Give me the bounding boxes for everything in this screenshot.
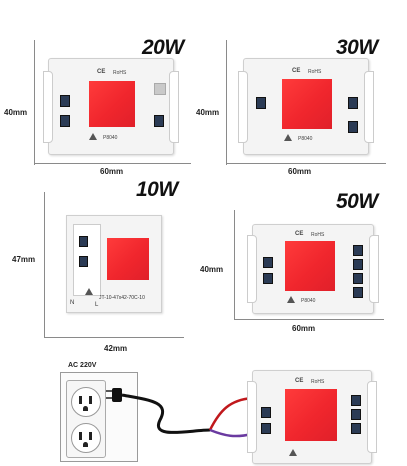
- chip-30w-ic-1: [256, 97, 266, 109]
- chip-20w-mount-left: [43, 71, 53, 143]
- outlet-bottom-slot-right: [89, 432, 92, 440]
- chip-20w-x-axis: [34, 163, 191, 164]
- chip-10w-led-array: [107, 238, 149, 280]
- chip-20w-pad-1: [154, 83, 166, 95]
- chip-50w-ic-6: [353, 287, 363, 298]
- chip-10w-warning-icon: [85, 288, 93, 295]
- outlet-top: [71, 387, 101, 417]
- chip-30w-ic-2: [348, 97, 358, 109]
- wiring-chip-board: CE RoHS: [247, 370, 377, 464]
- chip-10w-width-label: 42mm: [104, 344, 128, 353]
- chip-20w-height-label: 40mm: [4, 108, 28, 117]
- chip-50w-mount-left: [247, 235, 257, 303]
- wiring-chip-ce-mark: CE: [295, 378, 304, 384]
- wiring-chip-ic-3: [351, 395, 361, 406]
- chip-20w-rohs-mark: RoHS: [113, 70, 127, 76]
- purple-wire: [209, 428, 253, 438]
- red-wire: [208, 396, 253, 431]
- chip-10w-y-axis: [44, 192, 45, 338]
- chip-50w-ic-1: [263, 257, 273, 268]
- chip-30w-y-axis: [226, 40, 227, 165]
- wiring-chip-mount-right: [367, 381, 377, 453]
- chip-20w-title: 20W: [142, 36, 184, 59]
- chip-30w-mount-left: [238, 71, 248, 143]
- chip-50w-ce-mark: CE: [295, 231, 304, 237]
- wiring-chip-ic-5: [351, 423, 361, 434]
- chip-50w-ic-2: [263, 273, 273, 284]
- chip-50w-y-axis: [234, 210, 235, 320]
- chip-50w-rohs-mark: RoHS: [311, 232, 325, 238]
- chip-20w-width-label: 60mm: [100, 167, 124, 176]
- chip-20w-warning-icon: [89, 133, 97, 140]
- wiring-chip-ic-2: [261, 423, 271, 434]
- chip-30w-board: CE RoHS P8040: [238, 58, 374, 155]
- chip-50w-warning-icon: [287, 296, 295, 303]
- chip-10w-n-mark: N: [70, 300, 75, 306]
- chip-30w-rohs-mark: RoHS: [308, 69, 322, 75]
- chip-20w-ic-1: [60, 95, 70, 107]
- chip-30w-x-axis: [226, 163, 386, 164]
- chip-50w-title: 50W: [336, 190, 378, 213]
- chip-50w-width-label: 60mm: [292, 324, 316, 333]
- chip-20w-ic-3: [154, 115, 164, 127]
- chip-20w-mount-right: [169, 71, 179, 143]
- outlet-top-slot-left: [79, 396, 82, 404]
- chip-50w-ic-4: [353, 259, 363, 270]
- chip-30w-led-array: [282, 79, 332, 129]
- outlet-top-ground: [83, 406, 88, 411]
- chip-50w-part-number: P8040: [301, 298, 316, 304]
- chip-20w-ic-2: [60, 115, 70, 127]
- chip-50w-board: CE RoHS P8040: [247, 224, 379, 314]
- chip-20w-board: CE RoHS P8040: [43, 58, 179, 155]
- wiring-chip-warning-icon: [289, 449, 297, 456]
- plug-icon: [106, 388, 122, 402]
- chip-50w-mount-right: [369, 235, 379, 303]
- chip-20w-part-number: P8040: [103, 135, 118, 141]
- outlet-bottom: [71, 423, 101, 453]
- chip-10w-ic-1: [79, 236, 88, 247]
- chip-50w-x-axis: [234, 319, 384, 320]
- chip-50w-led-array: [285, 241, 335, 291]
- chip-10w-l-mark: L: [95, 302, 99, 308]
- wiring-chip-ic-1: [261, 407, 271, 418]
- chip-50w-ic-3: [353, 245, 363, 256]
- chip-50w-ic-5: [353, 273, 363, 284]
- chip-30w-warning-icon: [284, 134, 292, 141]
- chip-30w-ic-3: [348, 121, 358, 133]
- chip-30w-mount-right: [364, 71, 374, 143]
- chip-10w-part-number: JT-10-47x42-70C-10: [99, 295, 145, 301]
- black-power-cord: [121, 393, 211, 434]
- chip-10w-board: JT-10-47x42-70C-10 N L: [66, 215, 162, 313]
- chip-30w-width-label: 60mm: [288, 167, 312, 176]
- chip-10w-height-label: 47mm: [12, 255, 36, 264]
- chip-10w-title: 10W: [136, 178, 178, 201]
- chip-30w-title: 30W: [336, 36, 378, 59]
- chip-20w-y-axis: [34, 40, 35, 165]
- outlet-top-slot-right: [89, 396, 92, 404]
- chip-10w-x-axis: [44, 337, 184, 338]
- wiring-chip-ic-4: [351, 409, 361, 420]
- outlet-bottom-slot-left: [79, 432, 82, 440]
- outlet-bottom-ground: [83, 442, 88, 447]
- chip-50w-height-label: 40mm: [200, 265, 224, 274]
- wiring-chip-mount-left: [247, 381, 257, 453]
- wiring-chip-led-array: [285, 389, 337, 441]
- chip-30w-height-label: 40mm: [196, 108, 220, 117]
- wiring-chip-rohs-mark: RoHS: [311, 379, 325, 385]
- chip-30w-part-number: P8040: [298, 136, 313, 142]
- wiring-voltage-label: AC 220V: [68, 362, 97, 369]
- chip-10w-ic-2: [79, 256, 88, 267]
- chip-30w-ce-mark: CE: [292, 68, 301, 74]
- chip-20w-ce-mark: CE: [97, 69, 106, 75]
- chip-20w-led-array: [89, 81, 135, 127]
- wall-outlet-plate: [66, 380, 106, 458]
